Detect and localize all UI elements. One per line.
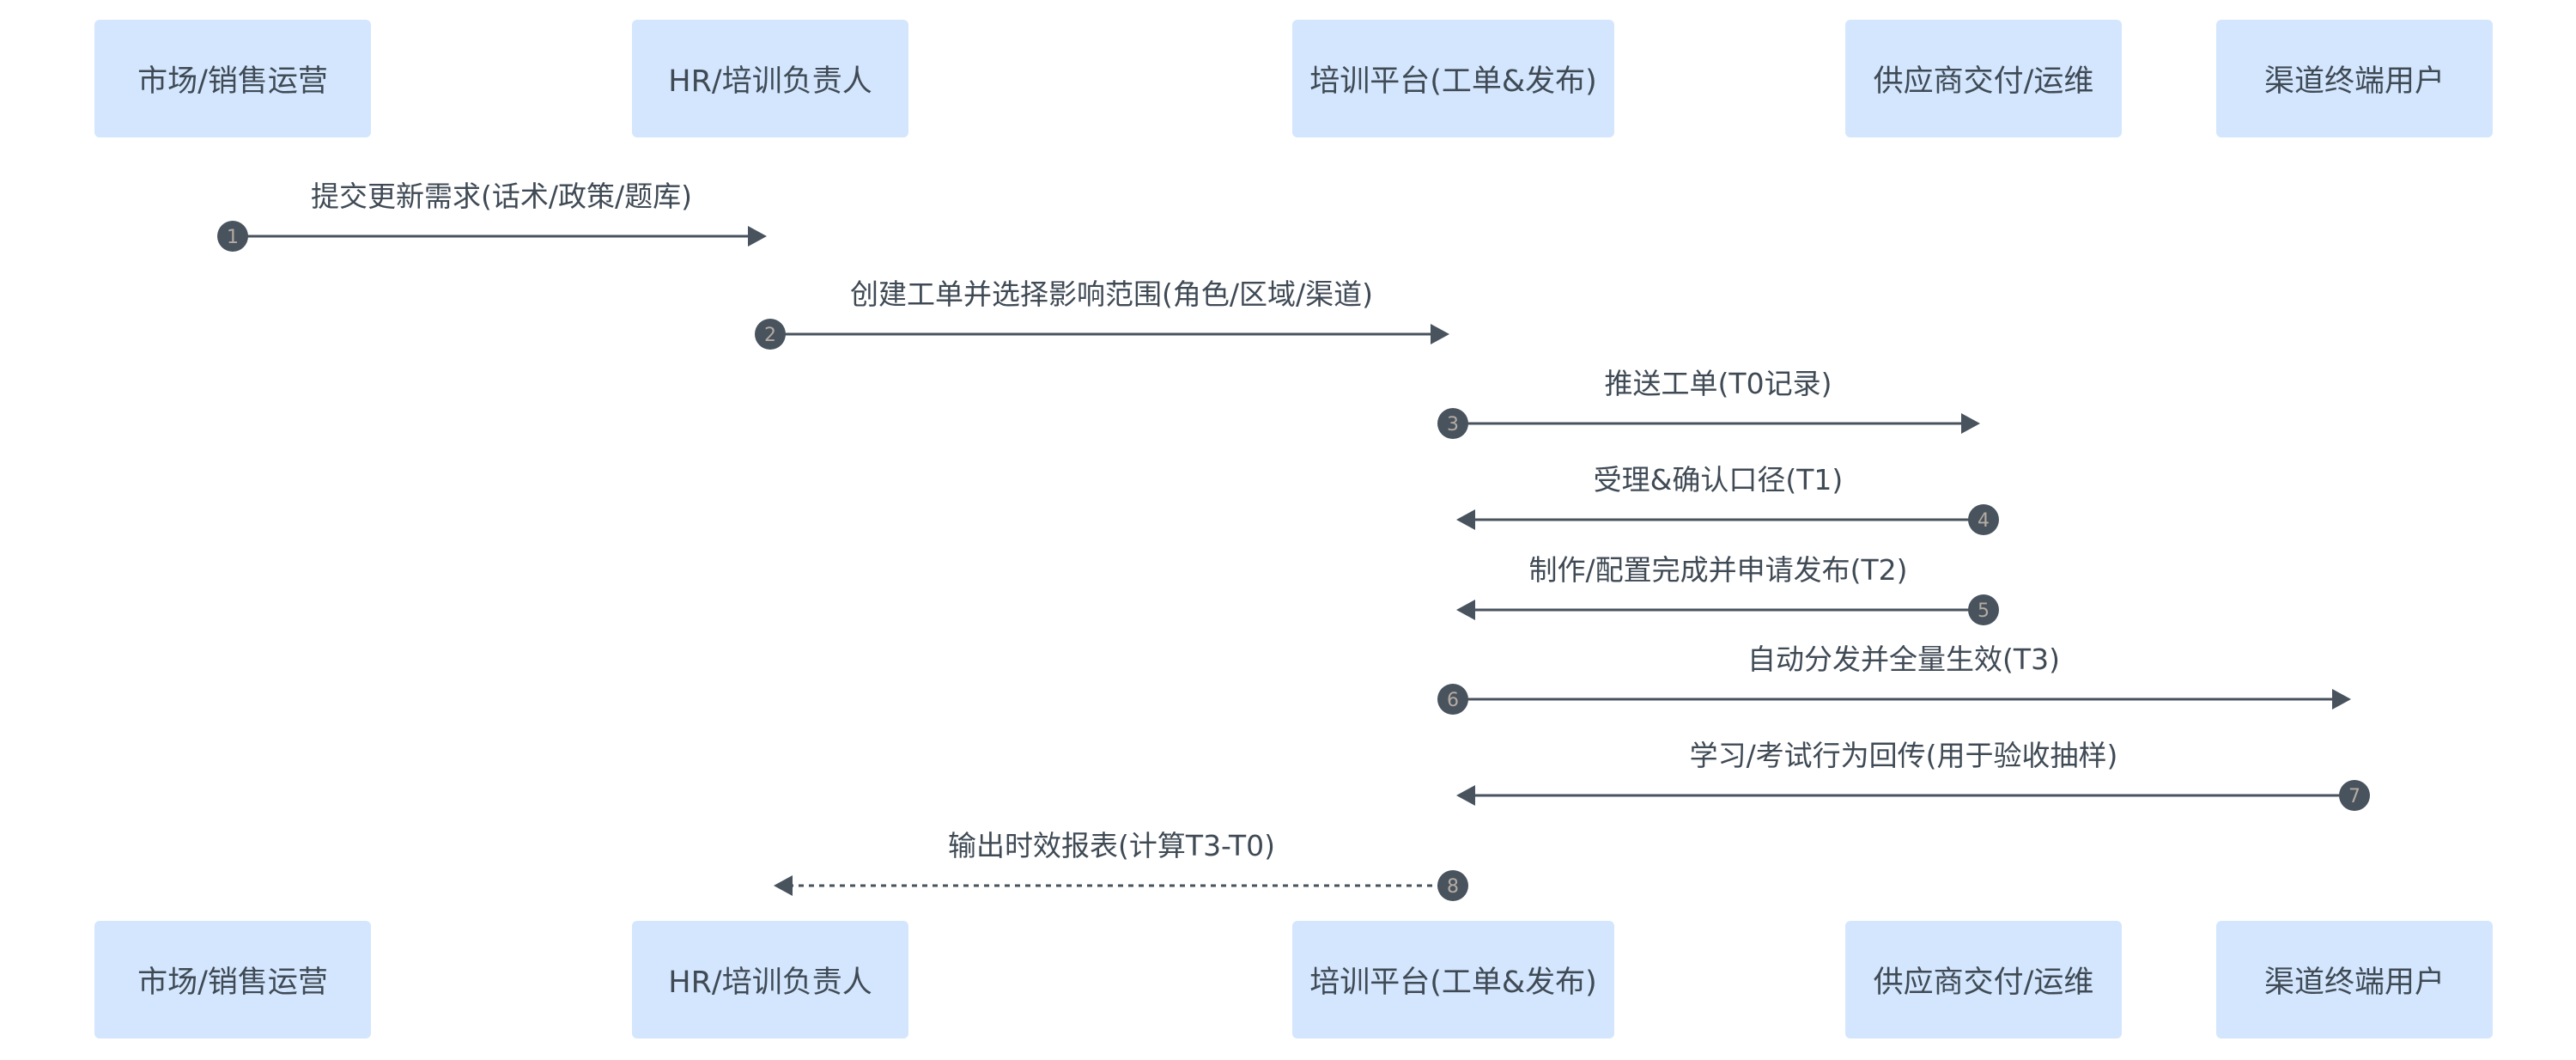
message-3: 3 推送工单(T0记录) bbox=[1437, 367, 1980, 439]
step-number: 7 bbox=[2348, 786, 2360, 807]
participant-label: 培训平台(工单&发布) bbox=[1309, 64, 1597, 99]
message-label: 学习/考试行为回传(用于验收抽样) bbox=[1690, 739, 2118, 772]
step-number: 6 bbox=[1447, 690, 1459, 711]
arrowhead-icon bbox=[2332, 689, 2351, 710]
step-number: 8 bbox=[1447, 876, 1459, 898]
message-7: 7 学习/考试行为回传(用于验收抽样) bbox=[1456, 739, 2370, 811]
message-label: 输出时效报表(计算T3-T0) bbox=[948, 829, 1275, 862]
arrowhead-icon bbox=[1456, 600, 1475, 620]
step-number: 3 bbox=[1447, 414, 1459, 436]
step-number: 2 bbox=[764, 325, 776, 346]
participant-label: HR/培训负责人 bbox=[668, 64, 872, 99]
participant-bottom-vendor: 供应商交付/运维 bbox=[1845, 921, 2122, 1039]
step-badge bbox=[1968, 594, 1999, 625]
participant-bottom-mkt: 市场/销售运营 bbox=[94, 921, 371, 1039]
message-label: 创建工单并选择影响范围(角色/区域/渠道) bbox=[850, 277, 1373, 311]
message-label: 受理&确认口径(T1) bbox=[1594, 463, 1844, 496]
participant-label: HR/培训负责人 bbox=[668, 966, 872, 1000]
step-badge bbox=[1437, 684, 1468, 715]
participant-label: 渠道终端用户 bbox=[2263, 966, 2445, 1000]
arrowhead-icon bbox=[1431, 324, 1449, 344]
participant-label: 渠道终端用户 bbox=[2263, 64, 2445, 99]
participant-top-platform: 培训平台(工单&发布) bbox=[1292, 20, 1614, 137]
message-6: 6 自动分发并全量生效(T3) bbox=[1437, 643, 2351, 715]
arrowhead-icon bbox=[1456, 509, 1475, 530]
participant-top-mkt: 市场/销售运营 bbox=[94, 20, 371, 137]
step-badge bbox=[217, 221, 248, 252]
participant-bottom-hr: HR/培训负责人 bbox=[632, 921, 908, 1039]
message-8: 8 输出时效报表(计算T3-T0) bbox=[774, 829, 1468, 901]
participant-bottom-user: 渠道终端用户 bbox=[2216, 921, 2493, 1039]
message-5: 5 制作/配置完成并申请发布(T2) bbox=[1456, 553, 1999, 625]
step-badge bbox=[1437, 870, 1468, 901]
participant-label: 培训平台(工单&发布) bbox=[1309, 966, 1597, 1000]
participant-top-hr: HR/培训负责人 bbox=[632, 20, 908, 137]
arrowhead-icon bbox=[774, 875, 793, 896]
step-number: 4 bbox=[1978, 510, 1990, 532]
arrowhead-icon bbox=[748, 226, 767, 247]
message-label: 推送工单(T0记录) bbox=[1605, 367, 1832, 400]
message-2: 2 创建工单并选择影响范围(角色/区域/渠道) bbox=[755, 277, 1449, 350]
participant-bottom-platform: 培训平台(工单&发布) bbox=[1292, 921, 1614, 1039]
participant-top-vendor: 供应商交付/运维 bbox=[1845, 20, 2122, 137]
step-badge bbox=[1968, 504, 1999, 535]
message-label: 制作/配置完成并申请发布(T2) bbox=[1528, 553, 1907, 587]
participant-label: 市场/销售运营 bbox=[137, 64, 328, 99]
message-label: 提交更新需求(话术/政策/题库) bbox=[311, 180, 692, 213]
step-number: 5 bbox=[1978, 600, 1990, 622]
step-badge bbox=[755, 319, 786, 350]
step-badge bbox=[2339, 780, 2370, 811]
participant-label: 市场/销售运营 bbox=[137, 966, 328, 1000]
arrowhead-icon bbox=[1456, 785, 1475, 806]
participant-label: 供应商交付/运维 bbox=[1873, 64, 2094, 99]
step-badge bbox=[1437, 408, 1468, 439]
message-4: 4 受理&确认口径(T1) bbox=[1456, 463, 1999, 535]
message-1: 1 提交更新需求(话术/政策/题库) bbox=[217, 180, 767, 252]
message-label: 自动分发并全量生效(T3) bbox=[1747, 643, 2060, 676]
step-number: 1 bbox=[227, 227, 239, 248]
participant-top-user: 渠道终端用户 bbox=[2216, 20, 2493, 137]
participant-label: 供应商交付/运维 bbox=[1873, 966, 2094, 1000]
arrowhead-icon bbox=[1961, 413, 1980, 434]
